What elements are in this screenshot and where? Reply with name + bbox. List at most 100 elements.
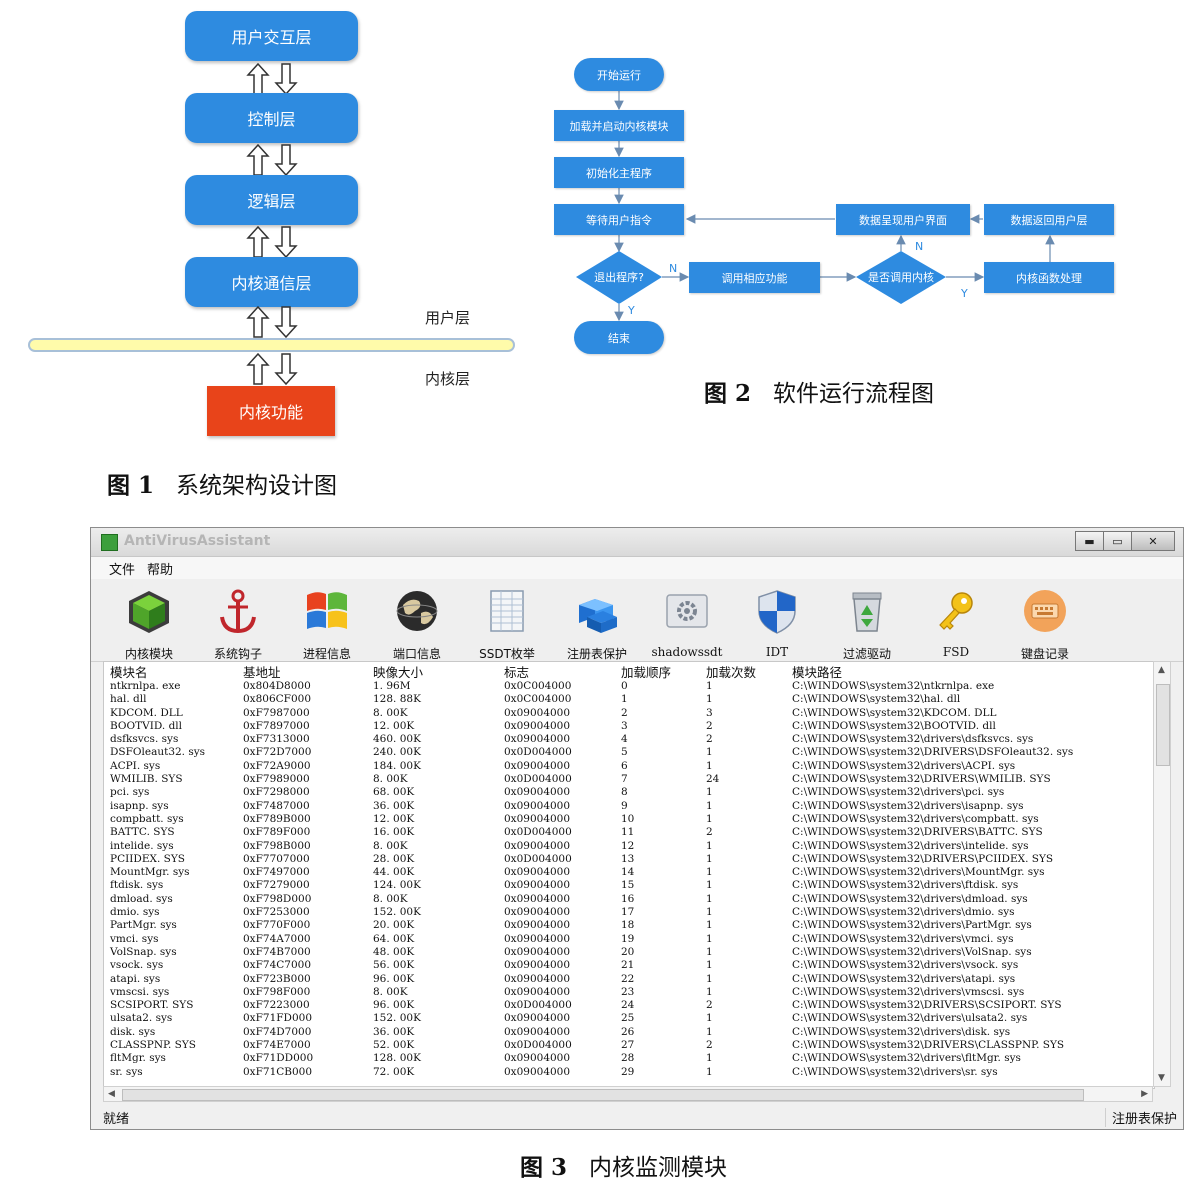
scroll-thumb[interactable]: [122, 1089, 1084, 1101]
table-cell: 1. 96M: [373, 680, 411, 692]
scroll-left-icon[interactable]: ◀: [108, 1089, 115, 1099]
kernel-layer-label: 内核层: [425, 370, 471, 388]
table-cell: 0x09004000: [504, 799, 571, 812]
tool-idt[interactable]: IDT: [732, 583, 822, 659]
table-cell: 8. 00K: [373, 839, 408, 852]
table-cell: 25: [621, 1012, 635, 1025]
tool-keyboard-log[interactable]: 键盘记录: [1000, 583, 1090, 662]
tool-system-hook[interactable]: 系统钩子: [193, 583, 283, 662]
table-cell: 0xF7298000: [243, 786, 310, 799]
table-cell: 7: [621, 773, 628, 786]
tool-kernel-module[interactable]: 内核模块: [104, 583, 194, 662]
green-cube-icon: [129, 591, 169, 633]
table-cell: 128. 88K: [373, 693, 421, 706]
column-header[interactable]: 标志: [504, 665, 530, 680]
column-header[interactable]: 基地址: [243, 665, 281, 680]
column-header[interactable]: 映像大小: [373, 665, 424, 680]
table-cell: C:\WINDOWS\system32\drivers\sr. sys: [792, 1065, 998, 1078]
layer-control: 控制层: [185, 93, 358, 143]
column-header[interactable]: 加载次数: [706, 665, 757, 680]
column-header[interactable]: 模块路径: [792, 665, 843, 680]
tool-fsd[interactable]: FSD: [911, 583, 1001, 659]
table-cell: 0x09004000: [504, 706, 571, 719]
tool-label: FSD: [942, 645, 970, 659]
table-cell: 64. 00K: [373, 932, 415, 945]
tool-registry-protect[interactable]: 注册表保护: [552, 583, 642, 662]
table-cell: BATTC. SYS: [110, 826, 175, 839]
table-cell: 8: [621, 786, 628, 799]
flow-data-present: 数据呈现用户界面: [836, 204, 970, 235]
vertical-scrollbar[interactable]: ▲ ▼: [1153, 661, 1171, 1087]
table-cell: 0x806CF000: [243, 693, 312, 706]
app-icon: [101, 534, 118, 551]
tool-ssdt-enum[interactable]: SSDT枚举: [462, 583, 552, 662]
caption-text: 内核监测模块: [588, 1155, 727, 1181]
scroll-up-icon[interactable]: ▲: [1158, 665, 1165, 675]
table-cell: C:\WINDOWS\system32\drivers\vmscsi. sys: [792, 985, 1025, 998]
menu-help[interactable]: 帮助: [147, 562, 174, 578]
column-header[interactable]: 模块名: [110, 665, 148, 680]
title-bar[interactable]: AntiVirusAssistant ▬ ▭ ✕: [91, 528, 1183, 557]
table-cell: C:\WINDOWS\system32\drivers\disk. sys: [792, 1025, 1011, 1038]
table-cell: 1: [706, 1052, 713, 1065]
table-cell: 72. 00K: [373, 1065, 415, 1078]
table-cell: 0xF7497000: [243, 866, 310, 879]
scroll-thumb[interactable]: [1156, 684, 1170, 766]
table-cell: C:\WINDOWS\system32\drivers\isapnp. sys: [792, 799, 1024, 812]
close-button[interactable]: ✕: [1131, 531, 1175, 551]
scroll-right-icon[interactable]: ▶: [1141, 1089, 1148, 1099]
horizontal-scrollbar[interactable]: ◀ ▶: [103, 1086, 1153, 1102]
table-cell: 8. 00K: [373, 773, 408, 786]
list-header: 模块名 基地址 映像大小 标志 加载顺序 加载次数 模块路径: [104, 662, 1154, 680]
table-cell: C:\WINDOWS\system32\DRIVERS\CLASSPNP. SY…: [792, 1039, 1065, 1052]
table-cell: 0xF798D000: [243, 892, 312, 905]
table-cell: 3: [706, 706, 713, 719]
column-header[interactable]: 加载顺序: [621, 665, 672, 680]
table-cell: ftdisk. sys: [110, 879, 164, 892]
tool-filter-driver[interactable]: 过滤驱动: [822, 583, 912, 662]
maximize-button[interactable]: ▭: [1103, 531, 1132, 551]
tool-process-info[interactable]: 进程信息: [282, 583, 372, 662]
minimize-button[interactable]: ▬: [1075, 531, 1104, 551]
table-cell: 20: [621, 945, 635, 958]
tool-port-info[interactable]: 端口信息: [372, 583, 462, 662]
table-cell: 0xF74C7000: [243, 959, 312, 972]
scroll-down-icon[interactable]: ▼: [1158, 1073, 1165, 1083]
tool-shadowssdt[interactable]: shadowssdt: [642, 583, 732, 659]
tool-label: IDT: [765, 645, 789, 659]
table-cell: 1: [706, 693, 713, 706]
flow-label-y: Y: [961, 287, 968, 300]
menu-file[interactable]: 文件: [109, 562, 136, 578]
